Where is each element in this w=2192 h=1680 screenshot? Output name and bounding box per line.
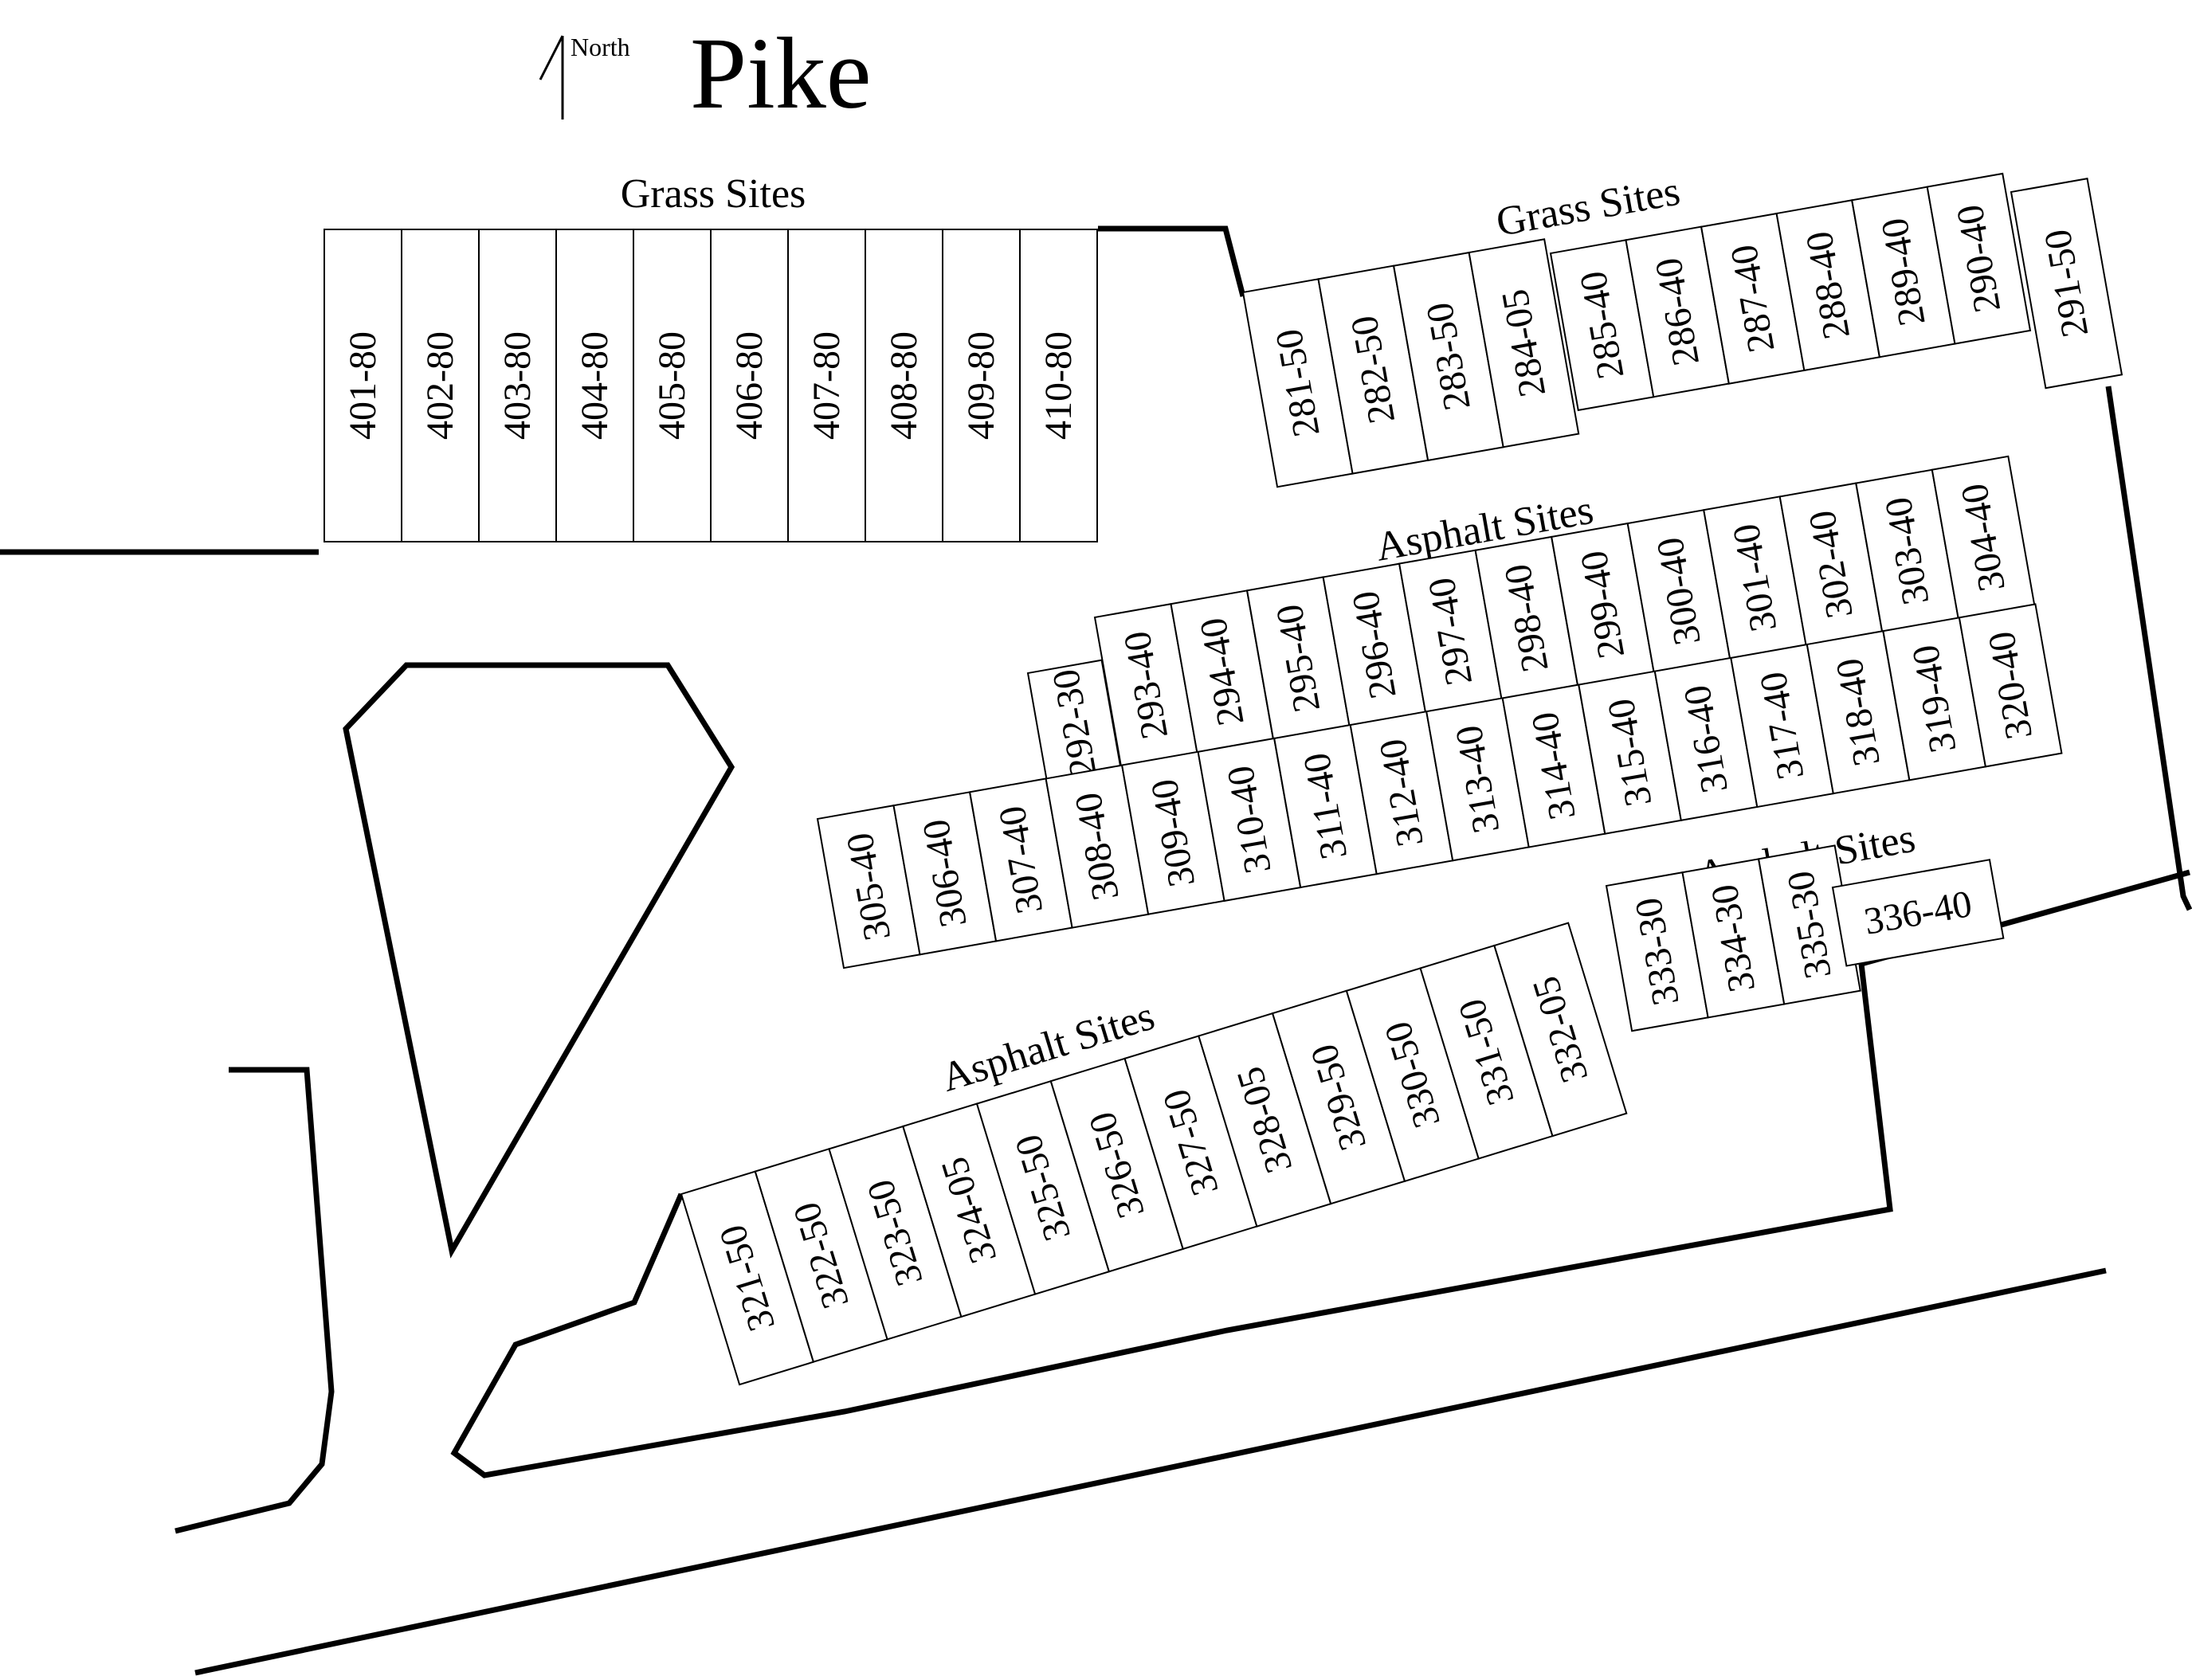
campsite-283-50[interactable]: 283-50 bbox=[1392, 251, 1504, 462]
campsite-308-40[interactable]: 308-40 bbox=[1045, 764, 1150, 929]
campsite-label: 405-80 bbox=[651, 331, 693, 440]
campsite-325-50[interactable]: 325-50 bbox=[975, 1079, 1111, 1295]
road-east-boundary bbox=[2105, 386, 2192, 911]
campsite-label: 410-80 bbox=[1037, 331, 1080, 440]
campsite-298-40[interactable]: 298-40 bbox=[1474, 535, 1579, 701]
campsites: 401-80 402-80 403-80 404-80 405-80 406-80 407-… bbox=[324, 172, 2123, 1386]
campsite-label: 406-80 bbox=[728, 331, 771, 440]
campsite-287-40[interactable]: 287-40 bbox=[1700, 212, 1806, 385]
campsite-outline bbox=[787, 229, 866, 542]
campsite-312-40[interactable]: 312-40 bbox=[1349, 711, 1454, 875]
campsite-282-50[interactable]: 282-50 bbox=[1317, 264, 1429, 475]
campsite-outline bbox=[555, 229, 634, 542]
campsite-outline bbox=[324, 229, 402, 542]
campsite-outline bbox=[1831, 859, 2005, 967]
campsite-404-80[interactable]: 404-80 bbox=[555, 229, 634, 542]
campsite-293-40[interactable]: 293-40 bbox=[1093, 602, 1198, 768]
road-main-highway bbox=[194, 1267, 2107, 1676]
campsite-label: 404-80 bbox=[574, 331, 616, 440]
campsite-318-40[interactable]: 318-40 bbox=[1806, 629, 1911, 795]
campsite-327-50[interactable]: 327-50 bbox=[1123, 1035, 1258, 1251]
campsite-281-50[interactable]: 281-50 bbox=[1241, 278, 1354, 488]
campsite-label: 407-80 bbox=[806, 331, 848, 440]
label-grass-sites-east: Grass Sites bbox=[1493, 168, 1684, 245]
campsite-334-30[interactable]: 334-30 bbox=[1681, 858, 1786, 1019]
campsite-292-30[interactable]: 292-30 bbox=[1026, 659, 1123, 787]
campsite-407-80[interactable]: 407-80 bbox=[787, 229, 866, 542]
campsite-289-40[interactable]: 289-40 bbox=[1851, 186, 1956, 358]
campsite-303-40[interactable]: 303-40 bbox=[1855, 468, 1959, 633]
campsite-319-40[interactable]: 319-40 bbox=[1882, 617, 1987, 781]
campsite-label: 401-80 bbox=[342, 331, 384, 440]
campsite-286-40[interactable]: 286-40 bbox=[1625, 225, 1730, 398]
campsite-307-40[interactable]: 307-40 bbox=[968, 777, 1073, 942]
road-triangle-island bbox=[343, 662, 735, 1259]
campsite-outline bbox=[1958, 603, 2063, 768]
campsite-outline bbox=[1926, 172, 2032, 345]
campsite-405-80[interactable]: 405-80 bbox=[633, 229, 712, 542]
road-entrance-west bbox=[174, 1067, 335, 1534]
campsite-outline bbox=[1493, 922, 1628, 1138]
campsite-311-40[interactable]: 311-40 bbox=[1273, 723, 1378, 889]
campsite-408-80[interactable]: 408-80 bbox=[865, 229, 943, 542]
campsite-label: 403-80 bbox=[496, 331, 539, 440]
campsite-336-40[interactable]: 336-40 bbox=[1831, 859, 2005, 967]
campsite-402-80[interactable]: 402-80 bbox=[401, 229, 480, 542]
campsite-291-50[interactable]: 291-50 bbox=[2010, 177, 2123, 390]
campsite-409-80[interactable]: 409-80 bbox=[942, 229, 1021, 542]
roads bbox=[0, 225, 2192, 1676]
campsite-outline bbox=[865, 229, 943, 542]
campsite-284-05[interactable]: 284-05 bbox=[1468, 238, 1580, 448]
campsite-410-80[interactable]: 410-80 bbox=[1019, 229, 1098, 542]
campsite-313-40[interactable]: 313-40 bbox=[1425, 697, 1530, 862]
campsite-label: 408-80 bbox=[883, 331, 925, 440]
campsite-297-40[interactable]: 297-40 bbox=[1398, 549, 1503, 714]
campsite-314-40[interactable]: 314-40 bbox=[1501, 683, 1606, 848]
campsite-401-80[interactable]: 401-80 bbox=[324, 229, 402, 542]
campsite-310-40[interactable]: 310-40 bbox=[1197, 737, 1302, 903]
campsite-406-80[interactable]: 406-80 bbox=[710, 229, 789, 542]
campsite-322-50[interactable]: 322-50 bbox=[754, 1147, 888, 1363]
campsite-label: 402-80 bbox=[419, 331, 461, 440]
campsite-301-40[interactable]: 301-40 bbox=[1703, 495, 1807, 660]
campsite-305-40[interactable]: 305-40 bbox=[816, 804, 921, 969]
campsite-332-05[interactable]: 332-05 bbox=[1493, 922, 1628, 1138]
campsite-317-40[interactable]: 317-40 bbox=[1730, 643, 1834, 809]
label-grass-sites-west: Grass Sites bbox=[621, 171, 806, 217]
campsite-302-40[interactable]: 302-40 bbox=[1778, 482, 1884, 647]
campsite-403-80[interactable]: 403-80 bbox=[478, 229, 557, 542]
campsite-outline bbox=[1468, 238, 1580, 448]
campsite-329-50[interactable]: 329-50 bbox=[1271, 989, 1406, 1205]
campsite-321-50[interactable]: 321-50 bbox=[680, 1170, 815, 1386]
road-loop bbox=[450, 963, 1893, 1478]
campsite-label: 409-80 bbox=[960, 331, 1002, 440]
page-title: Pike bbox=[690, 17, 872, 130]
north-arrow-icon bbox=[539, 35, 564, 119]
campsite-outline bbox=[2010, 177, 2123, 390]
campsite-299-40[interactable]: 299-40 bbox=[1551, 522, 1655, 687]
campsite-333-30[interactable]: 333-30 bbox=[1605, 871, 1709, 1032]
campsite-330-50[interactable]: 330-50 bbox=[1345, 967, 1480, 1183]
campsite-290-40[interactable]: 290-40 bbox=[1926, 172, 2032, 345]
campsite-331-50[interactable]: 331-50 bbox=[1419, 944, 1554, 1160]
campsite-320-40[interactable]: 320-40 bbox=[1958, 603, 2063, 768]
campsite-outline bbox=[1019, 229, 1098, 542]
campsite-335-30[interactable]: 335-30 bbox=[1757, 844, 1861, 1005]
north-label: North bbox=[571, 33, 630, 61]
road-north-boundary bbox=[1098, 225, 1246, 297]
campsite-outline bbox=[710, 229, 789, 542]
campsite-296-40[interactable]: 296-40 bbox=[1322, 562, 1427, 727]
campsite-304-40[interactable]: 304-40 bbox=[1931, 455, 2036, 620]
campsite-326-50[interactable]: 326-50 bbox=[1049, 1057, 1184, 1273]
campsite-288-40[interactable]: 288-40 bbox=[1775, 199, 1881, 372]
campsite-315-40[interactable]: 315-40 bbox=[1578, 670, 1682, 835]
campsite-309-40[interactable]: 309-40 bbox=[1120, 750, 1225, 915]
campsite-outline bbox=[478, 229, 557, 542]
campsite-295-40[interactable]: 295-40 bbox=[1245, 576, 1351, 741]
campsite-outline bbox=[401, 229, 480, 542]
campsite-328-05[interactable]: 328-05 bbox=[1198, 1012, 1332, 1228]
